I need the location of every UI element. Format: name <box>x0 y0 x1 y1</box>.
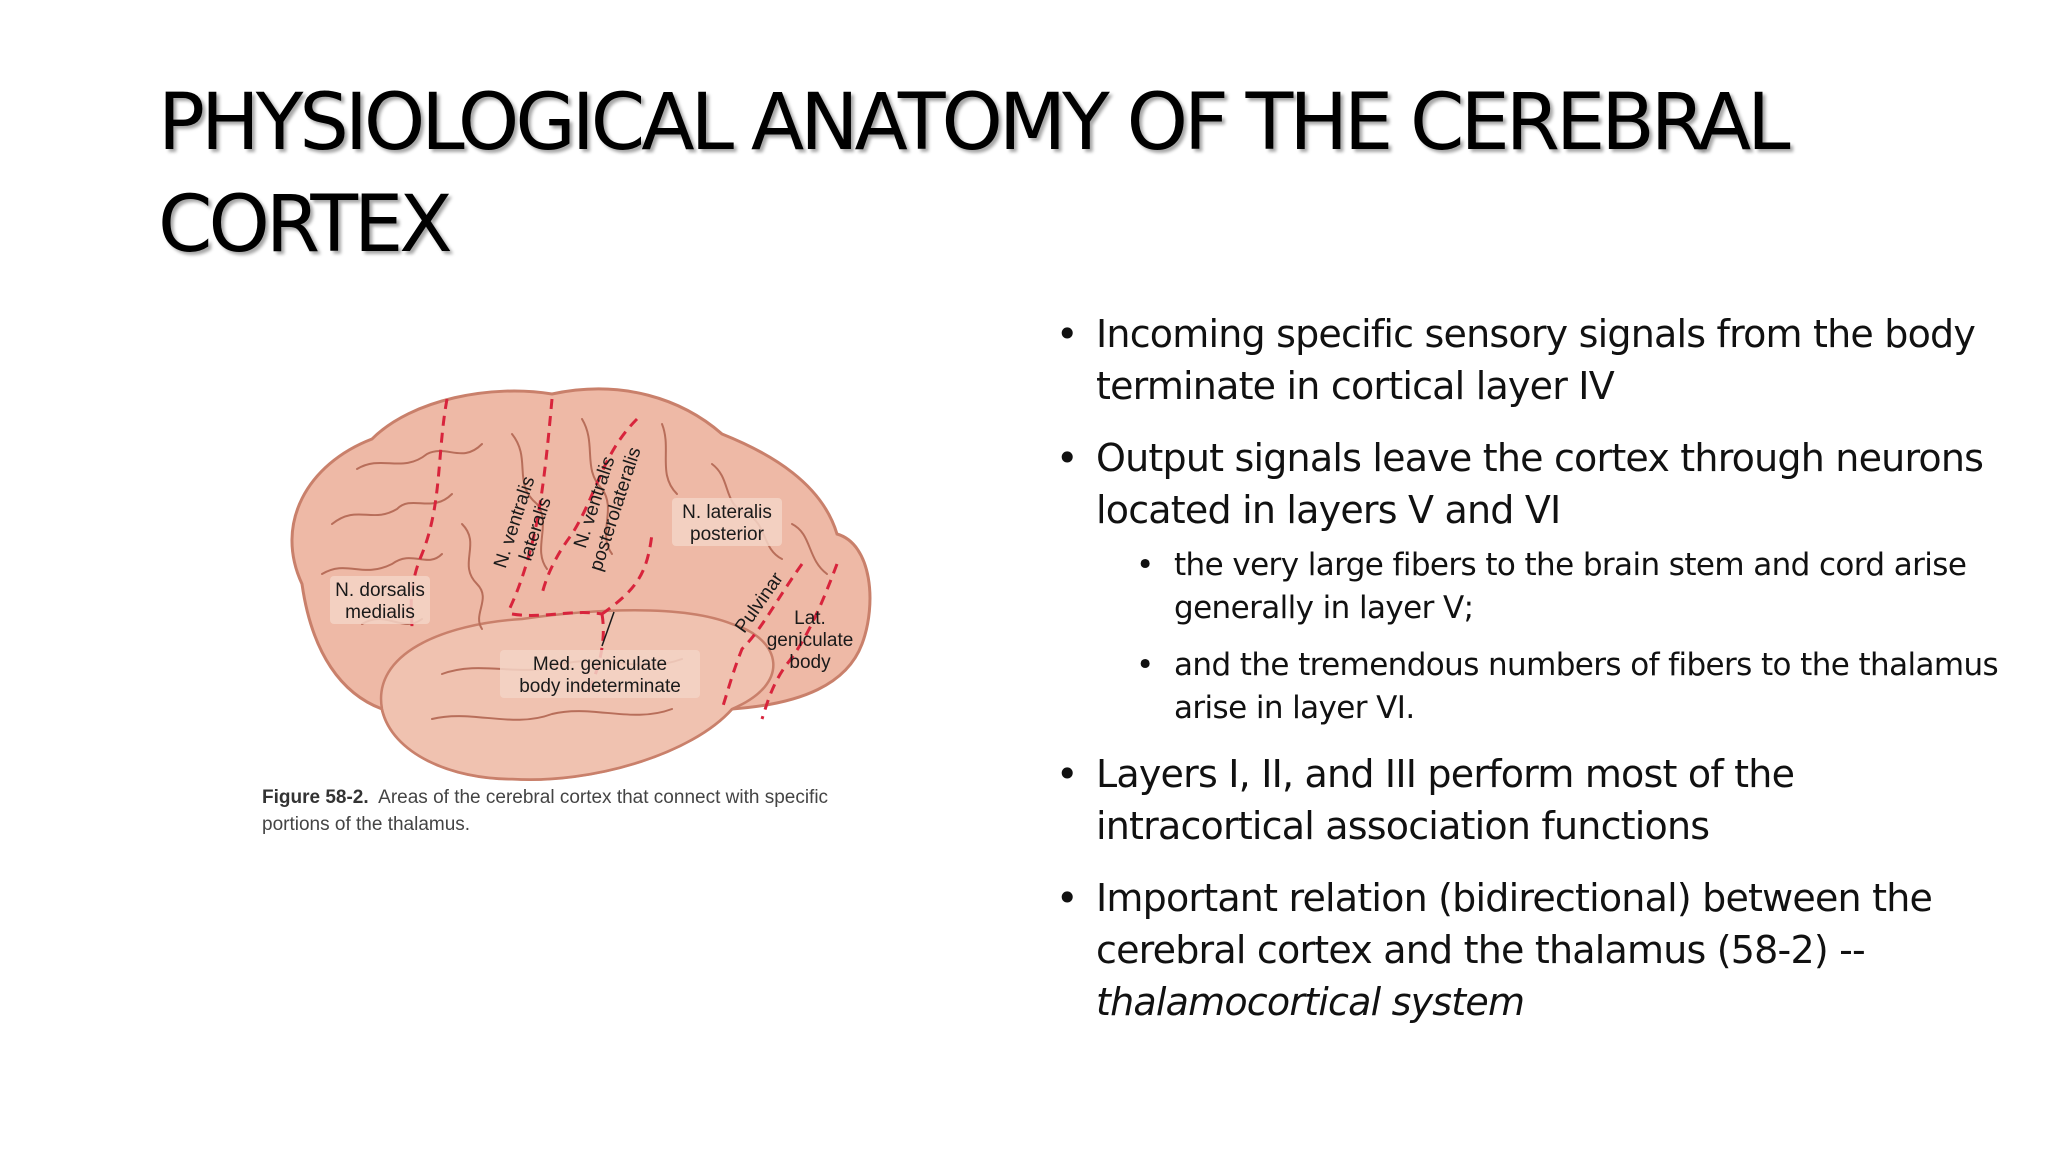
caption-line-2: portions of the thalamus. <box>262 814 471 835</box>
bullet-item: Important relation (bidirectional) betwe… <box>1050 872 2010 1028</box>
sub-bullet-item: the very large fibers to the brain stem … <box>1050 544 2010 630</box>
label-lateralis-post-2: posterior <box>690 524 765 545</box>
label-lat-gen-3: body <box>789 652 831 673</box>
label-dorsalis-2: medialis <box>345 602 415 623</box>
caption-figure-number: Figure 58-2. <box>262 787 369 808</box>
bullet-text: Important relation (bidirectional) betwe… <box>1096 876 1933 972</box>
label-med-gen-2: body indeterminate <box>519 676 681 697</box>
sub-bullet-item: and the tremendous numbers of fibers to … <box>1050 644 2010 730</box>
sub-bullet-list: the very large fibers to the brain stem … <box>1050 544 2010 730</box>
label-lat-gen-2: geniculate <box>767 630 854 651</box>
brain-diagram: N. dorsalis medialis N. ventralis latera… <box>290 387 872 782</box>
label-lat-gen-1: Lat. <box>794 608 826 629</box>
title-line-1: PHYSIOLOGICAL ANATOMY OF THE CEREBRAL <box>158 78 1791 168</box>
slide-title: PHYSIOLOGICAL ANATOMY OF THE CEREBRAL CO… <box>158 72 1958 276</box>
leader-line <box>601 611 615 647</box>
sub-bullet-group: the very large fibers to the brain stem … <box>1050 544 2010 730</box>
bullet-list: Incoming specific sensory signals from t… <box>1050 308 2010 1028</box>
label-bg <box>500 650 700 698</box>
label-dorsalis-1: N. dorsalis <box>335 580 425 601</box>
caption-text: Areas of the cerebral cortex that connec… <box>378 787 829 808</box>
label-med-gen-1: Med. geniculate <box>533 654 667 675</box>
brain-figure: N. dorsalis medialis N. ventralis latera… <box>262 374 882 854</box>
label-bg <box>330 576 430 624</box>
label-lateralis-post-1: N. lateralis <box>682 502 772 523</box>
label-bg <box>672 498 782 546</box>
title-line-2: CORTEX <box>158 180 453 270</box>
bullet-item: Layers I, II, and III perform most of th… <box>1050 748 2010 852</box>
bullet-item: Output signals leave the cortex through … <box>1050 432 2010 536</box>
figure-caption: Figure 58-2. Areas of the cerebral corte… <box>262 784 902 838</box>
bullet-content: Incoming specific sensory signals from t… <box>1050 308 2010 1048</box>
bullet-italic-term: thalamocortical system <box>1096 980 1525 1024</box>
bullet-item: Incoming specific sensory signals from t… <box>1050 308 2010 412</box>
